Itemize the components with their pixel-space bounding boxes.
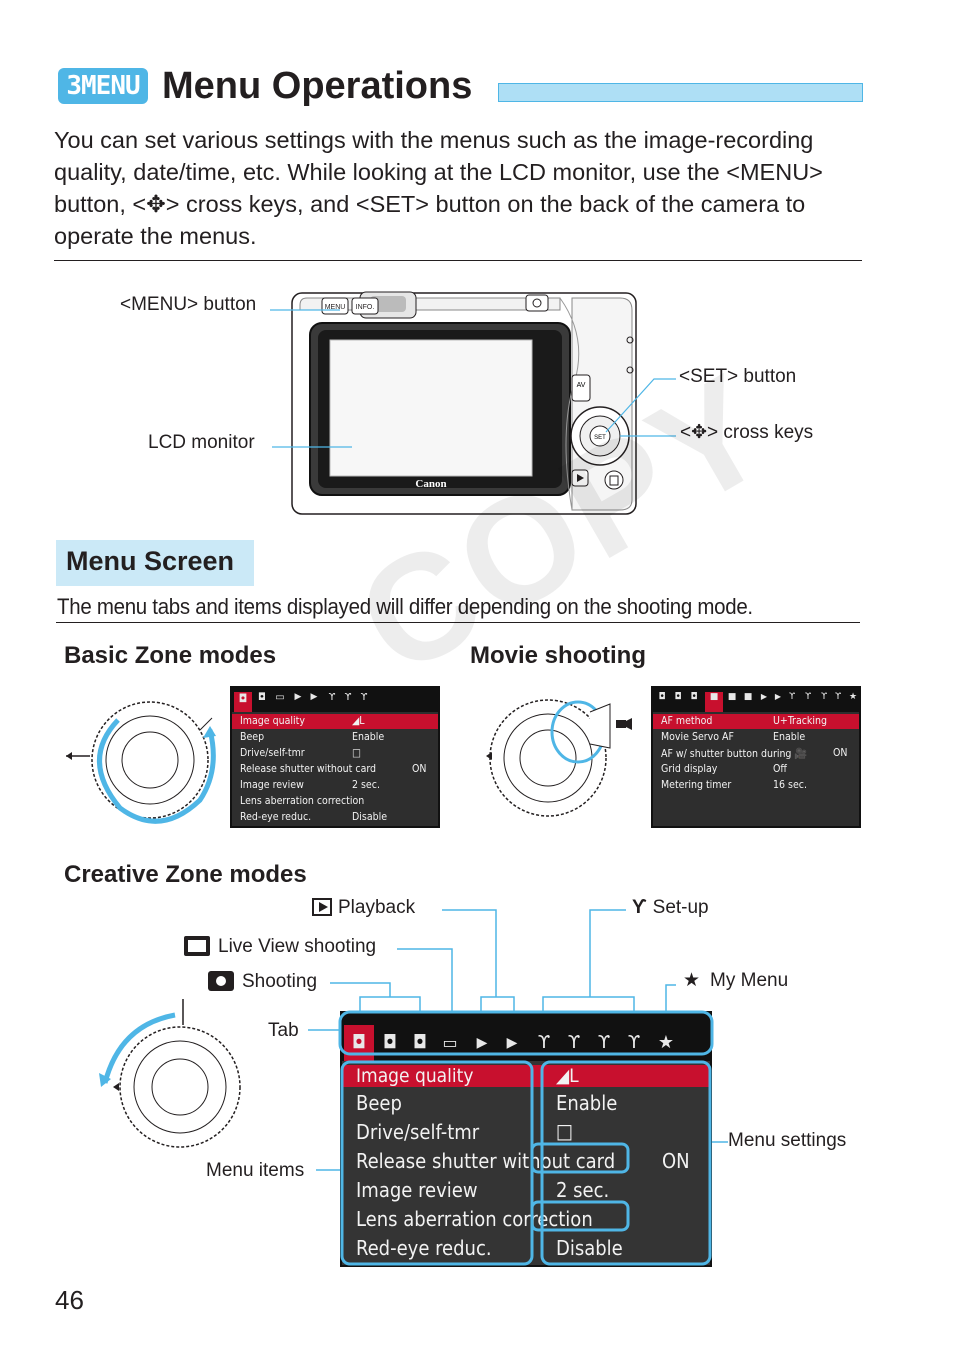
menu-row[interactable]: Drive/self-tmr□ [356, 1119, 574, 1144]
live-view-tab[interactable]: ▭ [442, 1033, 458, 1052]
menu-row[interactable]: Red-eye reduc.Disable [356, 1236, 623, 1260]
my-menu-tab[interactable]: ★ [657, 1032, 675, 1053]
menu-button-text: MENU [325, 304, 346, 311]
playback-tab-2[interactable]: ▶ [774, 692, 782, 701]
playback-icon [312, 898, 332, 916]
shooting-tab-3[interactable]: ◘ [690, 692, 698, 702]
shooting-tab-2[interactable]: ◘ [382, 1032, 398, 1053]
live-view-tab[interactable]: ▭ [275, 692, 285, 703]
menu-badge: 3MENU [58, 68, 148, 104]
playback-tab-1[interactable]: ▶ [294, 692, 302, 702]
setup-tab-2[interactable]: ϒ [344, 692, 352, 703]
menu-settings-label: Menu settings [728, 1130, 847, 1151]
menu-row[interactable]: Image quality◢L [232, 714, 438, 729]
movie-tab-2[interactable]: ■ [727, 692, 737, 702]
playback-tab[interactable]: ▶ [760, 692, 768, 701]
star-icon: ★ [683, 970, 701, 991]
page-title: Menu Operations [162, 65, 473, 107]
shooting-tab-2[interactable]: ◘ [674, 692, 682, 702]
creative-zone-mode-dial [99, 999, 241, 1148]
title-rule [498, 83, 863, 102]
section-divider [54, 260, 862, 261]
creative-zone-leader-lines [308, 909, 728, 1171]
setup-tab-3[interactable]: ϒ [597, 1032, 611, 1053]
tab-label: Tab [268, 1020, 299, 1041]
setup-tab-1[interactable]: ϒ [788, 692, 796, 702]
playback-tab-2[interactable]: ▶ [310, 692, 318, 702]
menu-items-label: Menu items [206, 1160, 305, 1181]
menu-screen-heading: Menu Screen [66, 546, 235, 576]
shooting-tab-2[interactable]: ◘ [258, 692, 266, 703]
setup-tab-3[interactable]: ϒ [360, 692, 368, 703]
movie-tab-1[interactable]: ■ [705, 692, 723, 712]
movie-shooting-heading: Movie shooting [470, 642, 646, 669]
creative-zone-heading: Creative Zone modes [64, 861, 307, 888]
setup-tab-4[interactable]: ϒ [627, 1032, 641, 1053]
setup-tab-1[interactable]: ϒ [537, 1032, 551, 1053]
my-menu-label: ★My Menu [683, 970, 789, 991]
menu-row[interactable]: Lens aberration correction [356, 1207, 593, 1231]
lcd-monitor-label: LCD monitor [148, 432, 255, 453]
menu-row[interactable]: Red-eye reduc.Disable [240, 811, 388, 823]
wrench-icon: ϒ [632, 897, 647, 918]
setup-tab-1[interactable]: ϒ [328, 692, 336, 703]
playback-label: Playback [312, 897, 415, 919]
menu-row[interactable]: Drive/self-tmr□ [240, 747, 361, 759]
menu-row[interactable]: AF w/ shutter button during 🎥ON [661, 747, 848, 760]
live-view-camera-icon [184, 936, 210, 956]
info-button-text: INFO. [356, 304, 375, 311]
av-button-text: AV [577, 382, 586, 389]
camera-icon [208, 971, 234, 991]
menu-row[interactable]: Lens aberration correction [240, 795, 365, 807]
movie-tab-3[interactable]: ■ [743, 692, 753, 702]
set-button-text: SET [594, 435, 606, 441]
my-menu-tab[interactable]: ★ [848, 692, 858, 702]
setup-tab-4[interactable]: ϒ [834, 692, 842, 702]
basic-zone-mode-dial [66, 701, 216, 824]
movie-mode-dial [486, 699, 632, 817]
shooting-tab-1[interactable]: ◘ [234, 692, 252, 712]
setup-tab-2[interactable]: ϒ [804, 692, 812, 702]
intro-paragraph: You can set various settings with the me… [54, 127, 823, 249]
menu-button-label: <MENU> button [120, 294, 257, 315]
camera-back-illustration: MENU INFO. Canon AV SET [270, 291, 676, 515]
cross-keys-label: <✥> cross keys [680, 422, 814, 443]
setup-tab-2[interactable]: ϒ [567, 1032, 581, 1053]
menu-screen-heading-box [56, 540, 254, 586]
page-number: 46 [55, 1285, 84, 1315]
live-view-label: Live View shooting [184, 936, 376, 958]
note-underline [56, 622, 860, 623]
shooting-tab-1[interactable]: ◘ [658, 692, 666, 702]
playback-tab-2[interactable]: ▶ [506, 1035, 518, 1051]
camera-brand: Canon [415, 478, 446, 490]
set-button-label: <SET> button [679, 366, 797, 387]
shooting-tab-3[interactable]: ◘ [412, 1032, 428, 1053]
basic-zone-heading: Basic Zone modes [64, 642, 277, 669]
setup-tab-3[interactable]: ϒ [820, 692, 828, 702]
menu-screen-note: The menu tabs and items displayed will d… [57, 594, 753, 619]
movie-tab-bar: ◘ ◘ ◘ ■ ■ ■ ▶ ▶ ϒ ϒ ϒ ϒ ★ [653, 688, 859, 712]
basic-zone-tab-bar: ◘ ◘ ▭ ▶ ▶ ϒ ϒ ϒ [232, 688, 438, 712]
menu-row[interactable]: Image quality◢L [342, 1065, 710, 1087]
shooting-label: Shooting [208, 971, 317, 993]
playback-tab-1[interactable]: ▶ [476, 1035, 488, 1051]
creative-zone-highlights [338, 1010, 714, 1266]
